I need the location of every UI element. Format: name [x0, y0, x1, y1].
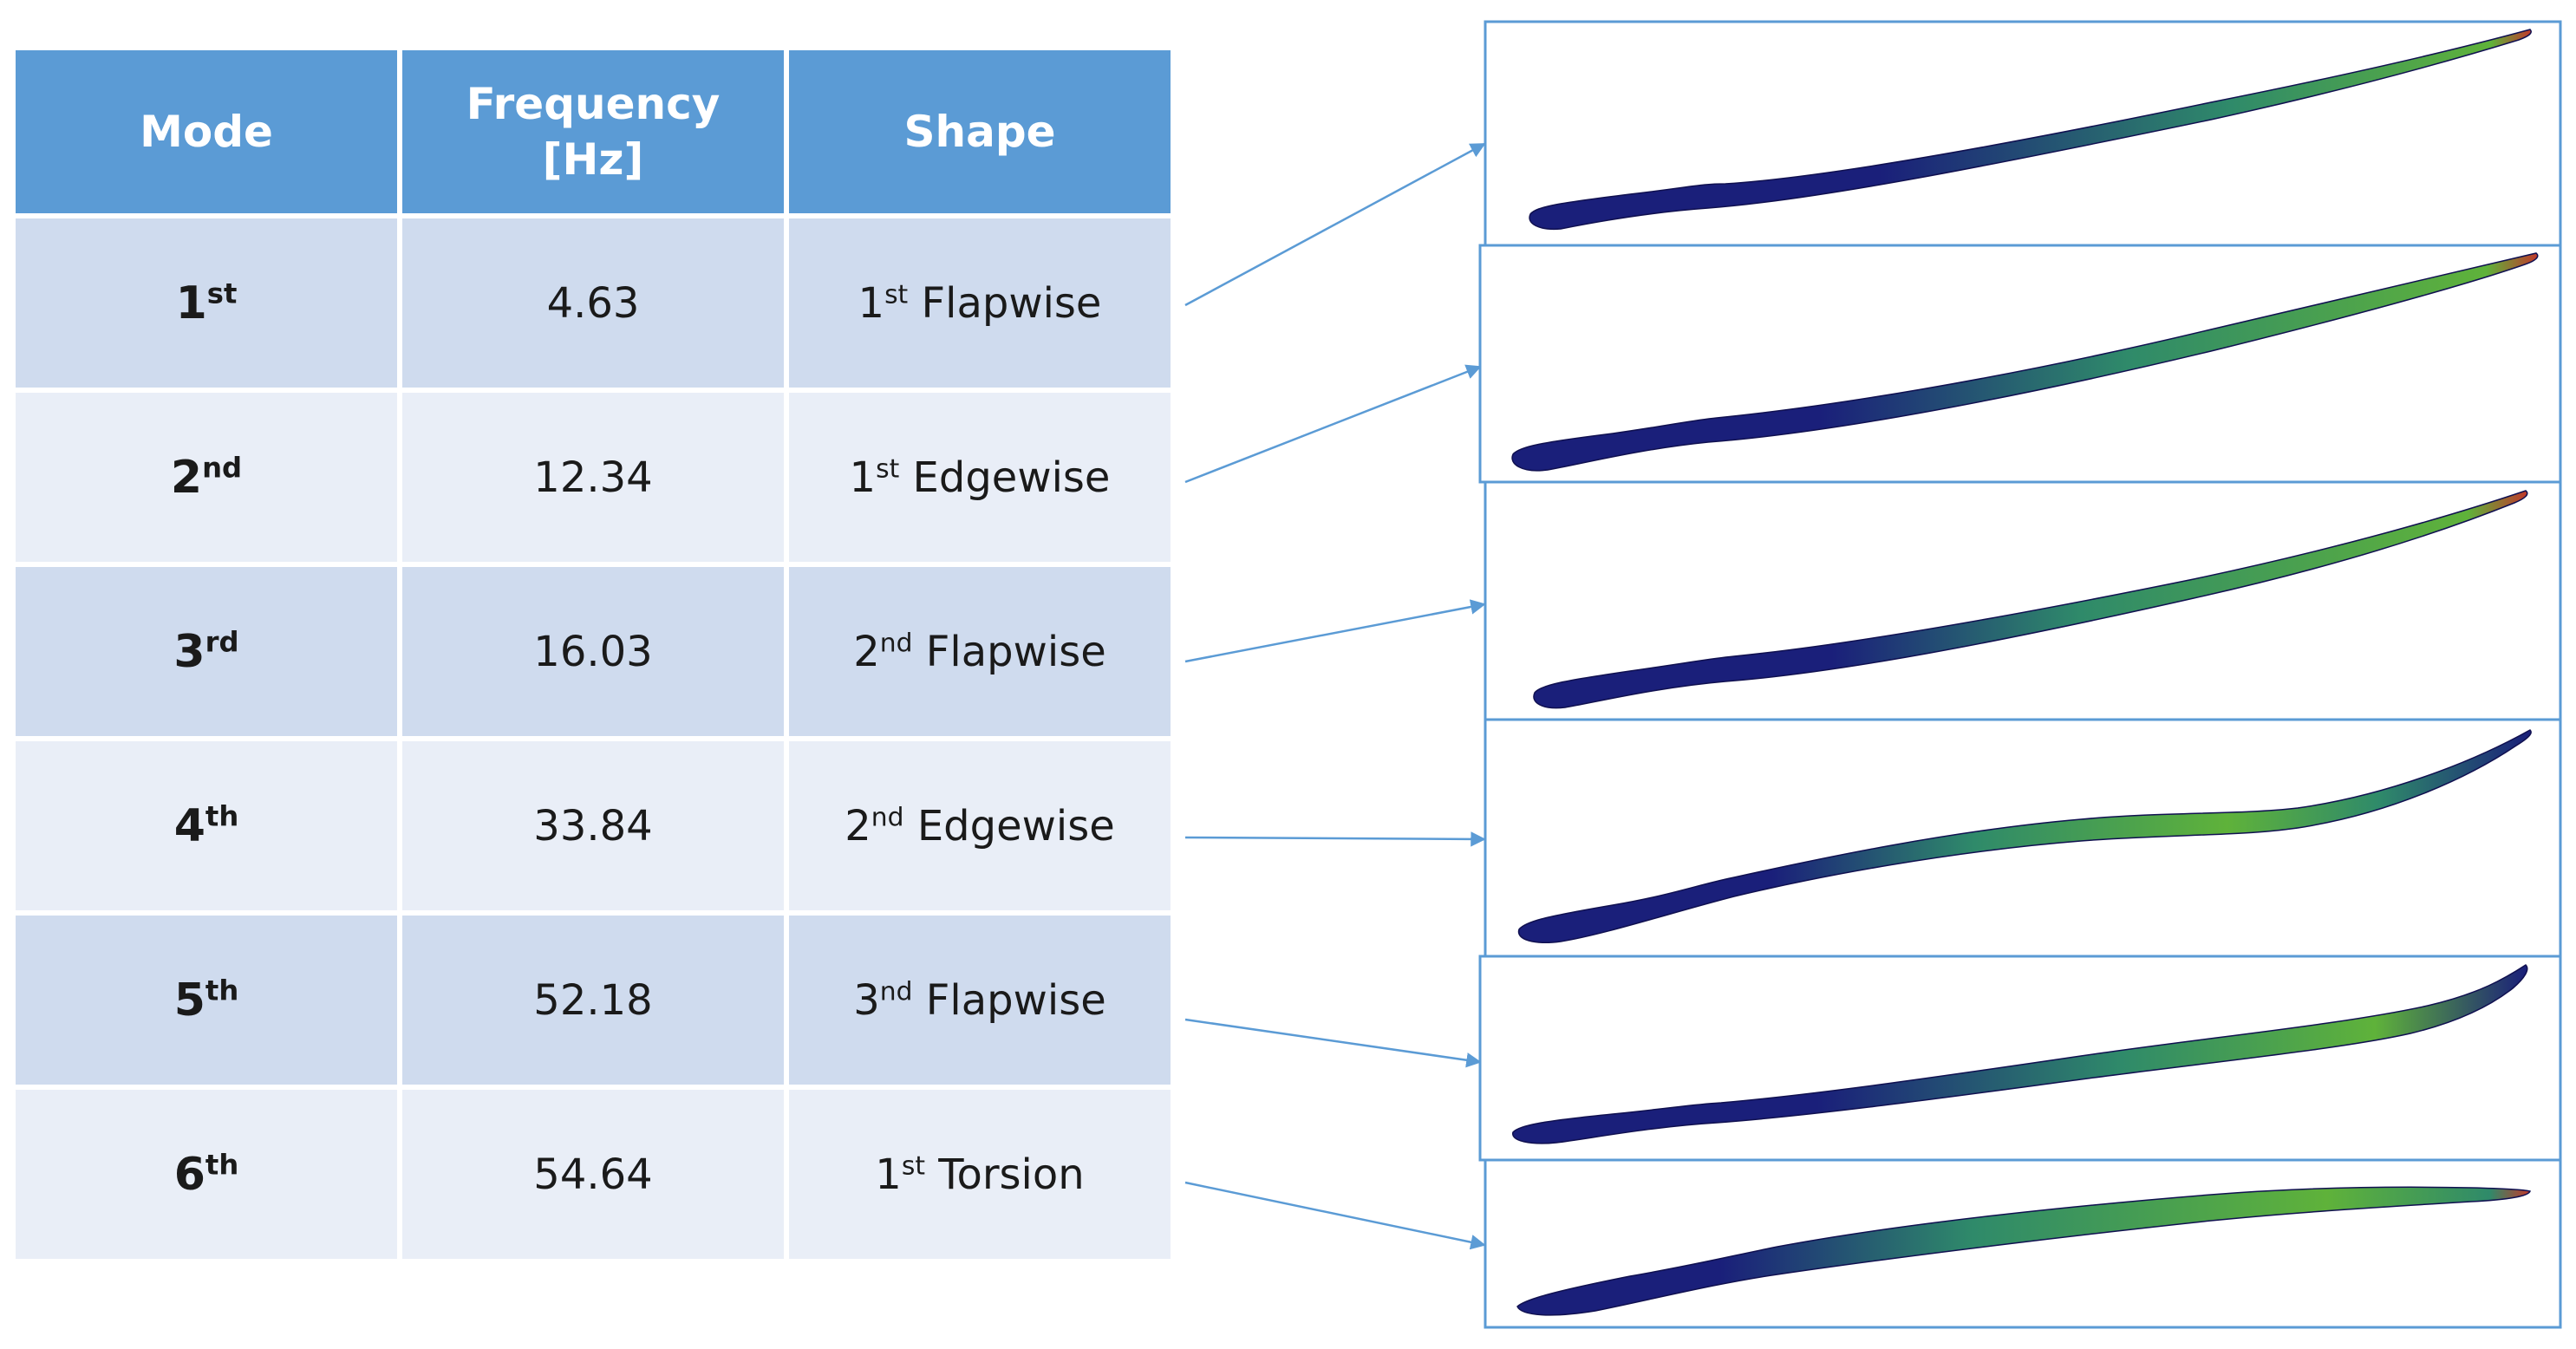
shape-cell: 1st Flapwise	[789, 218, 1171, 388]
header-frequency: Frequency [Hz]	[402, 50, 784, 213]
mode-cell: 2nd	[16, 393, 397, 562]
table-header-row: Mode Frequency [Hz] Shape	[16, 50, 1171, 213]
table-row: 5th 52.18 3nd Flapwise	[16, 916, 1171, 1085]
blade-shape	[1533, 490, 2528, 709]
shape-cell: 2nd Flapwise	[789, 567, 1171, 736]
table-row: 4th 33.84 2nd Edgewise	[16, 741, 1171, 910]
shape-cell: 2nd Edgewise	[789, 741, 1171, 910]
blade-shape	[1517, 729, 2532, 943]
frequency-cell: 4.63	[402, 218, 784, 388]
mode-cell: 3rd	[16, 567, 397, 736]
connector-arrow	[1184, 1018, 1482, 1068]
frequency-cell: 12.34	[402, 393, 784, 562]
shape-cell: 3nd Flapwise	[789, 916, 1171, 1085]
header-shape: Shape	[789, 50, 1171, 213]
mode-shape-table: Mode Frequency [Hz] Shape 1st 4.63 1st F…	[10, 45, 1176, 1264]
blade-shape	[1511, 252, 2539, 472]
table-row: 6th 54.64 1st Torsion	[16, 1090, 1171, 1259]
mode-shape-panel	[1478, 955, 2562, 1162]
header-frequency-unit: [Hz]	[542, 134, 644, 185]
table-row: 1st 4.63 1st Flapwise	[16, 218, 1171, 388]
connector-arrow	[1184, 1181, 1486, 1250]
frequency-cell: 16.03	[402, 567, 784, 736]
mode-cell: 1st	[16, 218, 397, 388]
mode-shape-panel	[1478, 244, 2562, 484]
table-row: 2nd 12.34 1st Edgewise	[16, 393, 1171, 562]
shape-cell: 1st Torsion	[789, 1090, 1171, 1259]
mode-shape-panel	[1484, 718, 2562, 958]
frequency-cell: 54.64	[402, 1090, 784, 1259]
panel-frame	[1484, 1158, 2562, 1329]
mode-shape-panel	[1484, 480, 2562, 721]
table-row: 3rd 16.03 2nd Flapwise	[16, 567, 1171, 736]
shape-cell: 1st Edgewise	[789, 393, 1171, 562]
mode-cell: 5th	[16, 916, 397, 1085]
connector-arrow	[1184, 364, 1482, 484]
connector-arrow	[1184, 831, 1486, 847]
frequency-cell: 52.18	[402, 916, 784, 1085]
mode-shape-panel	[1484, 20, 2562, 247]
blade-shape	[1512, 964, 2528, 1144]
blade-shape	[1529, 29, 2532, 231]
header-mode: Mode	[16, 50, 397, 213]
connector-arrow	[1184, 142, 1486, 307]
blade-shape	[1516, 1186, 2531, 1316]
mode-cell: 4th	[16, 741, 397, 910]
frequency-cell: 33.84	[402, 741, 784, 910]
header-frequency-label: Frequency	[466, 79, 721, 129]
mode-shape-panel	[1484, 1158, 2562, 1329]
mode-cell: 6th	[16, 1090, 397, 1259]
connector-arrow	[1184, 599, 1486, 663]
